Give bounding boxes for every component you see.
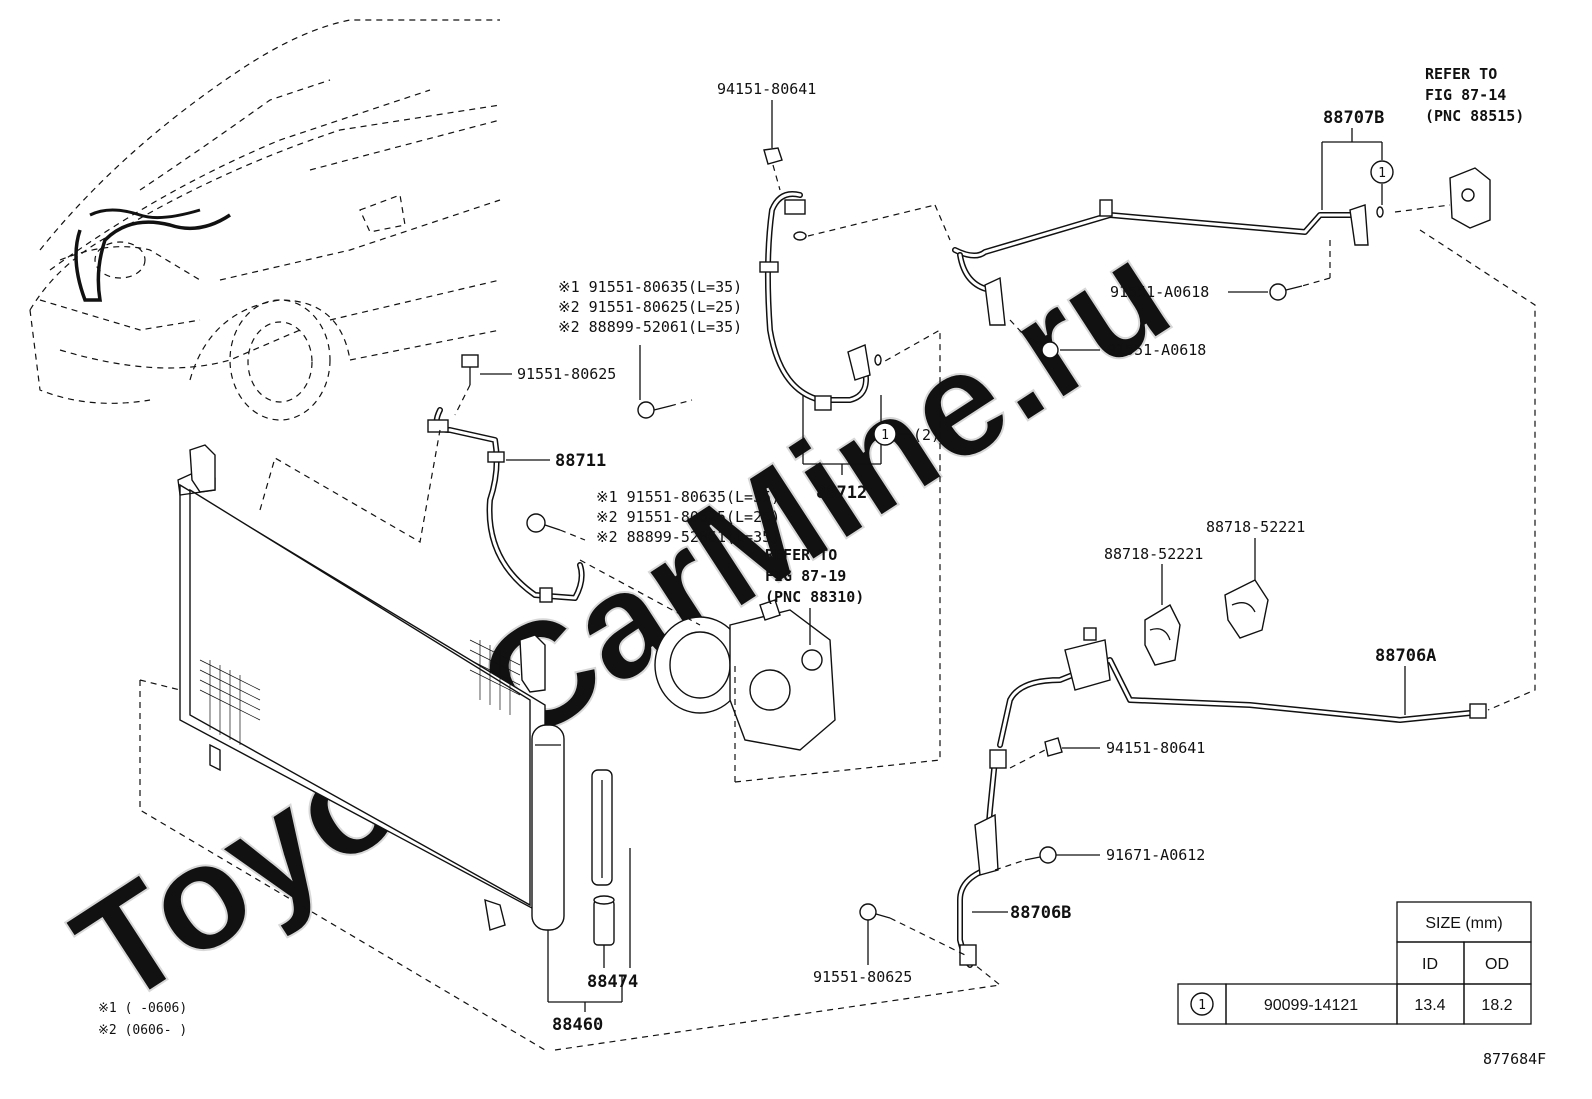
part-label-88706B: 88706B: [1010, 903, 1071, 923]
part-label-94151-80641: 94151-80641: [717, 80, 816, 98]
refer-note-expansion-valve: REFER TO FIG 87-14 (PNC 88515): [1425, 65, 1524, 125]
bolt-group-1: [637, 401, 671, 419]
part-label-88474: 88474: [587, 972, 638, 992]
pipe-88706A: [997, 627, 1487, 748]
svg-text:※2 91551-80625(L=25): ※2 91551-80625(L=25): [558, 298, 742, 316]
footnotes: ※1 ( -0606) ※2 (0606- ): [98, 1001, 187, 1038]
part-label-91671-A0612: 91671-A0612: [1106, 846, 1205, 864]
bolt-91671-A0612: [1024, 846, 1057, 864]
part-label-91551-80625: 91551-80625: [813, 968, 912, 986]
condenser-88460: [177, 444, 565, 931]
part-label-88712: 88712: [816, 483, 867, 503]
part-label-88706A: 88706A: [1375, 646, 1436, 666]
svg-text:※2 88899-52061(L=35): ※2 88899-52061(L=35): [596, 528, 780, 546]
part-label-91551-A0618: 91551-A0618: [1110, 283, 1209, 301]
part-label-91551-80625: 91551-80625: [517, 365, 616, 383]
expansion-valve: [1449, 167, 1491, 229]
svg-text:※2 88899-52061(L=35): ※2 88899-52061(L=35): [558, 318, 742, 336]
desiccant-88474: [591, 769, 615, 946]
size-table-col-id: ID: [1422, 956, 1438, 973]
part-label-88711: 88711: [555, 451, 606, 471]
vehicle-outline: [29, 19, 501, 421]
discharge-hose-88711: [427, 407, 585, 603]
ring-symbol-1: [1370, 160, 1394, 184]
svg-text:FIG 87-19: FIG 87-19: [765, 567, 846, 585]
ring-symbol-1: [873, 422, 897, 446]
svg-text:※2 (0606- ): ※2 (0606- ): [98, 1023, 187, 1038]
svg-text:FIG 87-14: FIG 87-14: [1425, 86, 1506, 104]
refer-note-compressor: REFER TO FIG 87-19 (PNC 88310): [765, 546, 864, 606]
o-ring: [1376, 206, 1384, 218]
svg-text:REFER TO: REFER TO: [765, 546, 837, 564]
bolt-91551-80625-upper: [461, 354, 479, 385]
ring-note: (2): [913, 426, 940, 444]
clamp-88718-a: [1144, 604, 1181, 666]
svg-text:REFER TO: REFER TO: [1425, 65, 1497, 83]
bolt-group-2: [526, 513, 561, 533]
svg-text:(PNC 88515): (PNC 88515): [1425, 107, 1524, 125]
figure-code: 877684F: [1483, 1050, 1546, 1068]
nut-94151-80641-top: [763, 147, 783, 165]
size-table-header: SIZE (mm): [1425, 915, 1502, 932]
svg-text:※2 91551-80625(L=25): ※2 91551-80625(L=25): [596, 508, 780, 526]
assembly-dashed-lines: [139, 164, 1536, 1051]
size-table-part-no: 90099-14121: [1264, 997, 1358, 1014]
pipe-88707B: [952, 199, 1369, 326]
part-label-88460: 88460: [552, 1015, 603, 1035]
size-table-symbol: 1: [1198, 998, 1206, 1013]
clamp-88718-b: [1224, 579, 1269, 639]
pipe-88706B: [957, 749, 1007, 968]
svg-text:※1 91551-80635(L=35): ※1 91551-80635(L=35): [558, 278, 742, 296]
svg-text:(PNC 88310): (PNC 88310): [765, 588, 864, 606]
part-label-91551-A0618: 91551-A0618: [1107, 341, 1206, 359]
compressor: [654, 599, 836, 751]
suction-hose-88712: [759, 191, 871, 411]
nut-94151-80641-mid: [1044, 737, 1063, 757]
size-table-od-value: 18.2: [1481, 997, 1512, 1014]
ring-symbol-text: 1: [1378, 166, 1386, 181]
ring-symbol-1: [1190, 992, 1214, 1016]
part-label-94151-80641: 94151-80641: [1106, 739, 1205, 757]
leader-lines: [480, 100, 1406, 1012]
o-ring: [793, 231, 807, 241]
ring-symbol-text: 1: [881, 428, 889, 443]
bolt-group-1-labels: ※1 91551-80635(L=35) ※2 91551-80625(L=25…: [558, 278, 742, 336]
part-label-88718-52221: 88718-52221: [1206, 518, 1305, 536]
svg-text:※1 ( -0606): ※1 ( -0606): [98, 1001, 187, 1016]
size-table-id-value: 13.4: [1414, 997, 1445, 1014]
part-label-88707B: 88707B: [1323, 108, 1384, 128]
size-table: SIZE (mm) ID OD 1 90099-14121 13.4 18.2: [1177, 901, 1532, 1025]
bolt-group-2-labels: ※1 91551-80635(L=35) ※2 91551-80625(L=25…: [596, 488, 780, 546]
svg-text:※1 91551-80635(L=35): ※1 91551-80635(L=35): [596, 488, 780, 506]
size-table-col-od: OD: [1485, 956, 1509, 973]
bolt-91551-A0618-a: [1269, 283, 1303, 301]
bolt-91551-80625-lower: [859, 903, 891, 921]
part-label-88718-52221: 88718-52221: [1104, 545, 1203, 563]
bolt-91551-A0618-b: [1024, 335, 1059, 359]
